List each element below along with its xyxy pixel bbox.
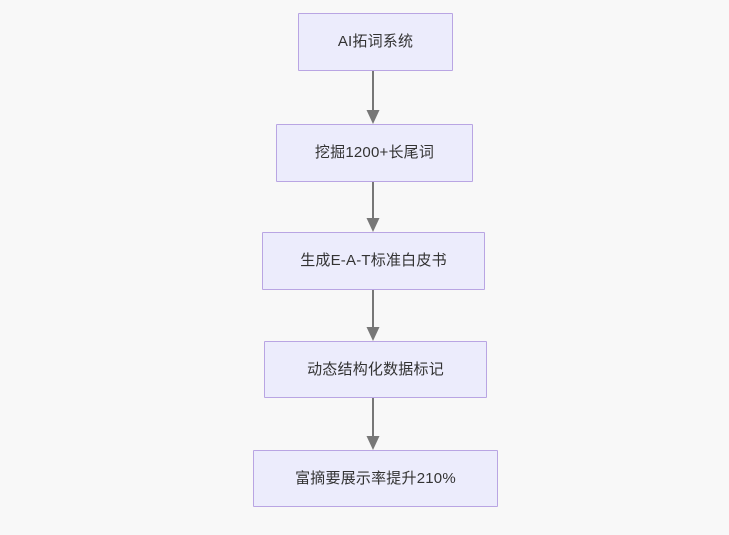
- edge-n2-n3: [366, 182, 380, 232]
- flow-node-label: 生成E-A-T标准白皮书: [300, 252, 447, 269]
- flow-node-label: 动态结构化数据标记: [307, 360, 444, 378]
- edge-n1-n2: [366, 71, 380, 124]
- flow-node-mine-longtail-keywords[interactable]: 挖掘1200+长尾词: [276, 124, 473, 182]
- flow-node-label: AI拓词系统: [337, 33, 414, 50]
- flow-node-label: 挖掘1200+长尾词: [314, 144, 435, 161]
- flow-node-ai-keyword-system[interactable]: AI拓词系统: [298, 13, 453, 71]
- flow-node-rich-snippet-rate-increase[interactable]: 富摘要展示率提升210%: [253, 450, 498, 507]
- flow-node-label: 富摘要展示率提升210%: [295, 469, 456, 487]
- flow-node-generate-eat-whitepaper[interactable]: 生成E-A-T标准白皮书: [262, 232, 485, 290]
- flow-node-dynamic-structured-data-markup[interactable]: 动态结构化数据标记: [264, 341, 487, 398]
- edge-n3-n4: [366, 290, 380, 341]
- edge-n4-n5: [366, 398, 380, 450]
